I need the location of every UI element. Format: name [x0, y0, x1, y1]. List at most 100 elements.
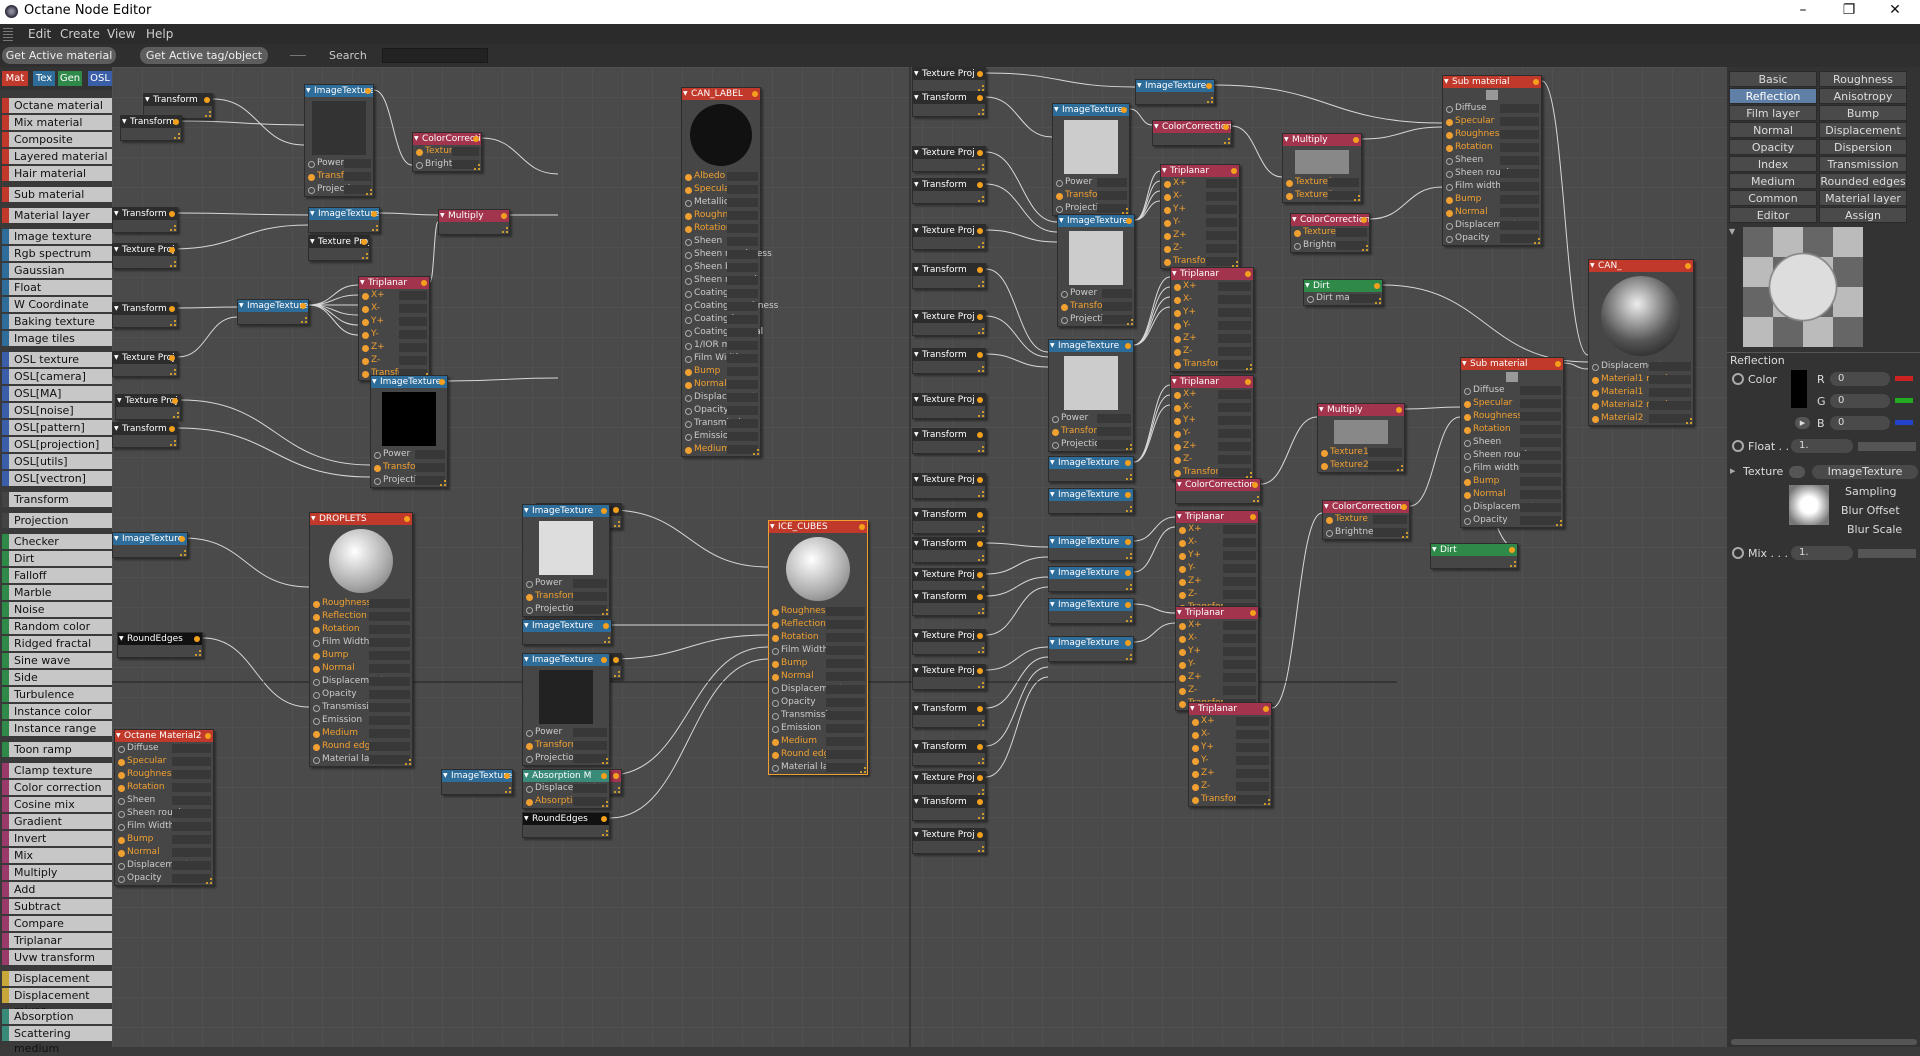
node-transform[interactable]: Transform	[143, 93, 213, 119]
resize-handle[interactable]	[978, 720, 984, 726]
port-y-[interactable]: Y+	[1189, 741, 1271, 754]
resize-handle[interactable]	[180, 550, 186, 556]
wire[interactable]	[1133, 526, 1176, 573]
output-port-icon[interactable]	[300, 303, 306, 309]
port-power[interactable]: Power	[371, 448, 447, 461]
port-sheen[interactable]: Sheen	[1443, 154, 1541, 167]
resize-handle[interactable]	[170, 369, 176, 375]
resize-handle[interactable]	[978, 647, 984, 653]
port-round-edges[interactable]: Round edges	[769, 748, 867, 761]
wire[interactable]	[1134, 200, 1161, 221]
wire[interactable]	[177, 212, 309, 216]
port-x-[interactable]: X+	[1176, 523, 1258, 536]
output-port-icon[interactable]	[1125, 602, 1131, 608]
wire[interactable]	[1134, 170, 1161, 221]
node-transform[interactable]: Transform	[912, 178, 986, 204]
color-radio[interactable]	[1732, 373, 1744, 385]
resize-handle[interactable]	[753, 449, 759, 455]
node-header[interactable]: Transform	[913, 796, 985, 808]
palette-item-material-layer[interactable]: Material layer	[2, 208, 112, 223]
port-transform[interactable]: Transform	[523, 739, 609, 752]
output-port-icon[interactable]	[169, 306, 175, 312]
node-header[interactable]: Transform	[913, 509, 985, 521]
wire[interactable]	[985, 183, 1058, 233]
wire[interactable]	[177, 427, 371, 478]
port-sheen-normal[interactable]: Sheen normal	[682, 274, 760, 287]
node-header[interactable]: Dirt	[1431, 544, 1517, 556]
port-coating-normal[interactable]: Coating normal	[682, 326, 763, 339]
port-y-[interactable]: Y-	[1161, 216, 1239, 229]
output-port-icon[interactable]	[977, 706, 983, 712]
r-field[interactable]: 0	[1830, 372, 1890, 386]
output-port-icon[interactable]	[1125, 539, 1131, 545]
palette-item-layered-material[interactable]: Layered material	[2, 149, 112, 164]
wire[interactable]	[1409, 416, 1461, 507]
r-slider[interactable]	[1895, 376, 1913, 381]
wire[interactable]	[985, 353, 1049, 368]
float-field[interactable]: 1.	[1791, 439, 1853, 453]
port-y-[interactable]: Y-	[359, 328, 429, 341]
port-x-[interactable]: X-	[1171, 401, 1253, 414]
port-x-[interactable]: X-	[1189, 728, 1271, 741]
palette-item-transform[interactable]: Transform	[2, 492, 112, 507]
node-header[interactable]: Triplanar	[1171, 376, 1253, 388]
resize-handle[interactable]	[474, 164, 480, 170]
palette-item-invert[interactable]: Invert	[2, 831, 112, 846]
node-transform[interactable]: Texture Proj	[912, 473, 986, 499]
wire[interactable]	[985, 268, 1049, 353]
wire[interactable]	[180, 399, 371, 466]
port-film-width[interactable]: Film Width	[682, 352, 760, 365]
minimize-button[interactable]: –	[1799, 2, 1807, 18]
port-projection[interactable]: Projection	[1058, 313, 1134, 326]
port-sheen[interactable]: Sheen	[682, 235, 760, 248]
wire[interactable]	[609, 634, 769, 660]
node-header[interactable]: Texture Proj	[913, 474, 985, 486]
wire[interactable]	[1214, 84, 1443, 124]
port-transform[interactable]: Transform	[1189, 793, 1271, 806]
port-transform[interactable]: Transform	[1053, 189, 1129, 202]
output-port-icon[interactable]	[365, 88, 371, 94]
port-transmission[interactable]: Transmission	[310, 701, 412, 714]
resize-handle[interactable]	[1362, 245, 1368, 251]
wire[interactable]	[985, 556, 1049, 575]
output-port-icon[interactable]	[169, 426, 175, 432]
port-texture[interactable]: Texture	[1291, 226, 1369, 239]
node-header[interactable]: Texture Proj	[913, 630, 985, 642]
node-imagetexture[interactable]: ImageTexture	[1135, 79, 1215, 105]
wire[interactable]	[379, 212, 439, 216]
port-material-layer[interactable]: Material layer	[769, 761, 867, 774]
node-transform[interactable]: Texture Proj	[112, 351, 178, 377]
node-header[interactable]: Texture Proj	[913, 772, 985, 784]
port-projection[interactable]: Projection	[1049, 438, 1133, 451]
output-port-icon[interactable]	[1206, 83, 1212, 89]
port-power[interactable]: Power	[523, 577, 609, 590]
port-specular[interactable]: Specular	[1461, 397, 1563, 410]
port-round-edges[interactable]: Round edges	[310, 740, 412, 753]
output-port-icon[interactable]	[859, 524, 865, 530]
node-header[interactable]: Texture Proj	[913, 68, 985, 80]
port-z-[interactable]: Z+	[1176, 575, 1258, 588]
wire[interactable]	[1369, 186, 1443, 220]
palette-item-osl-noise-[interactable]: OSL[noise]	[2, 403, 112, 418]
port-film-width[interactable]: Film Width	[310, 636, 412, 649]
port-displacement[interactable]: Displacement	[1589, 360, 1693, 373]
wire[interactable]	[1134, 180, 1161, 221]
port-z-[interactable]: Z+	[1189, 767, 1271, 780]
node-header[interactable]: Transform	[144, 94, 212, 106]
category-tab-gen[interactable]: Gen	[58, 71, 82, 86]
tab-displacement[interactable]: Displacement	[1819, 122, 1907, 138]
palette-item-side[interactable]: Side	[2, 670, 112, 685]
port-transform[interactable]: Transform	[359, 367, 429, 380]
wire[interactable]	[609, 646, 769, 776]
resize-handle[interactable]	[860, 767, 866, 773]
output-port-icon[interactable]	[977, 541, 983, 547]
palette-item-dirt[interactable]: Dirt	[2, 551, 112, 566]
menu-create[interactable]: Create	[60, 27, 100, 41]
resize-handle[interactable]	[1264, 799, 1270, 805]
palette-item-checker[interactable]: Checker	[2, 534, 112, 549]
wire[interactable]	[609, 658, 769, 819]
palette-item-toon-ramp[interactable]: Toon ramp	[2, 742, 112, 757]
palette-item-triplanar[interactable]: Triplanar	[2, 933, 112, 948]
